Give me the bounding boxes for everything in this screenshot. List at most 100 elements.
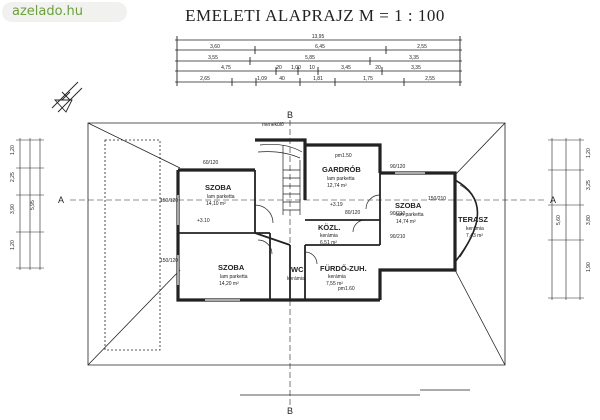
pm-gard-label: pm1.50 xyxy=(335,153,352,159)
dim-r4-b: 20 xyxy=(276,65,282,71)
dim-r3-b: 5,85 xyxy=(305,55,315,61)
opening-5: 150/210 xyxy=(428,196,446,202)
left-dim-5: 5,95 xyxy=(30,200,36,210)
dim-r4-f: 20 xyxy=(375,65,381,71)
section-a-left: A xyxy=(58,195,64,205)
room-name: SZOBA xyxy=(218,263,245,272)
opening-2: 60/120 xyxy=(203,160,219,166)
left-dim-2: 2,25 xyxy=(10,172,16,182)
interior-walls xyxy=(178,170,381,300)
plan-title: EMELETI ALAPRAJZ M = 1 : 100 xyxy=(185,6,445,25)
dim-r5-e: 1,75 xyxy=(363,76,373,82)
watermark-badge: azelado.hu xyxy=(2,2,127,22)
opening-1: 150/120 xyxy=(160,198,178,204)
room-floor: kerámia xyxy=(328,274,346,280)
right-dimension-ladder xyxy=(548,138,584,300)
dim-r5-d: 1,81 xyxy=(313,76,323,82)
left-dim-3: 3,90 xyxy=(10,204,16,214)
room-area: 14,10 m² xyxy=(206,201,226,207)
room-floor: lam parketta xyxy=(327,176,355,182)
room-furdo: FÜRDŐ-ZUH. kerámia 7,55 m² xyxy=(320,264,367,287)
dim-r4-c: 1,00 xyxy=(291,65,301,71)
room-name: WC xyxy=(291,265,304,274)
dim-r4-d: 10 xyxy=(309,65,315,71)
room-floor: kerámia xyxy=(287,276,305,282)
room-name: GARDRÓB xyxy=(322,165,361,174)
dim-r2-a: 3,60 xyxy=(210,44,220,50)
dim-r3-a: 3,55 xyxy=(208,55,218,61)
room-area: 7,55 m² xyxy=(326,281,343,287)
room-floor: lam parketta xyxy=(220,274,248,280)
dim-r4-e: 3,45 xyxy=(341,65,351,71)
left-dim-1: 1,20 xyxy=(10,145,16,155)
section-b-top: B xyxy=(287,110,293,120)
roof-outline xyxy=(87,122,506,396)
room-name: KÖZL. xyxy=(318,223,341,232)
right-dim-4: 1,90 xyxy=(586,262,592,272)
dim-ticks xyxy=(176,36,461,86)
room-name: SZOBA xyxy=(395,201,422,210)
dim-r5-f: 2,55 xyxy=(425,76,435,82)
level-label-1: +3.10 xyxy=(197,218,210,224)
left-dimension-ladder xyxy=(16,138,44,270)
dim-r5-c: 40 xyxy=(279,76,285,82)
room-kozl: KÖZL. kerámia 6,51 m² xyxy=(318,223,341,246)
opening-6: 90/210 xyxy=(390,211,406,217)
room-floor: kerámia xyxy=(320,233,338,239)
room-gardrob: GARDRÓB lam parketta 12,74 m² xyxy=(322,165,361,189)
room-area: 6,51 m² xyxy=(320,240,337,246)
north-arrow-icon xyxy=(51,81,83,113)
door-swings xyxy=(254,194,381,265)
section-markers: A A B B xyxy=(58,110,556,416)
dim-r3-c: 3,35 xyxy=(409,55,419,61)
room-labels: SZOBA lam parketta 14,10 m² SZOBA lam pa… xyxy=(205,165,488,287)
dim-r4-g: 3,35 xyxy=(411,65,421,71)
room-name: FÜRDŐ-ZUH. xyxy=(320,264,367,273)
room-floor: kerámia xyxy=(466,226,484,232)
pm-bath-label: pm1.60 xyxy=(338,286,355,292)
room-name: TERASZ xyxy=(458,215,488,224)
room-area: 14,74 m² xyxy=(396,219,416,225)
window-marks xyxy=(177,172,425,301)
terrace-outline xyxy=(454,179,479,263)
dim-r5-a: 2,65 xyxy=(200,76,210,82)
opening-8: 90/210 xyxy=(390,234,406,240)
right-dim-3: 3,80 xyxy=(586,215,592,225)
opening-labels: 150/120 60/120 90/120 80/120 150/210 90/… xyxy=(160,160,446,264)
opening-7: 150/120 xyxy=(160,258,178,264)
section-b-bottom: B xyxy=(287,406,293,416)
room-area: 7,43 m² xyxy=(466,233,483,239)
dim-r5-b: 1,09 xyxy=(257,76,267,82)
opening-4: 80/120 xyxy=(345,210,361,216)
level-label-2: +3.19 xyxy=(330,202,343,208)
right-dim-1: 1,20 xyxy=(586,148,592,158)
opening-3: 90/120 xyxy=(390,164,406,170)
misc-labels: menekülő +3.10 +3.19 pm1.50 pm1.60 xyxy=(197,122,355,292)
room-szoba-3: SZOBA lam parketta 14,74 m² xyxy=(395,201,424,225)
section-a-right: A xyxy=(550,195,556,205)
room-floor: lam parketta xyxy=(396,212,424,218)
right-dim-5: 5,60 xyxy=(556,215,562,225)
top-dimension-chains xyxy=(175,36,462,86)
dim-r2-c: 2,55 xyxy=(417,44,427,50)
staircase xyxy=(257,143,303,215)
side-dim-texts: 1,20 2,25 3,90 1,20 5,95 1,20 3,25 3,80 … xyxy=(10,145,592,272)
room-terasz: TERASZ kerámia 7,43 m² xyxy=(458,215,488,239)
room-wc: WC kerámia xyxy=(287,265,305,282)
room-szoba-1: SZOBA lam parketta 14,10 m² xyxy=(205,183,235,207)
right-dim-2: 3,25 xyxy=(586,180,592,190)
dim-total: 13,95 xyxy=(312,34,325,40)
room-area: 14,20 m² xyxy=(219,281,239,287)
room-name: SZOBA xyxy=(205,183,232,192)
section-lines xyxy=(70,120,545,405)
room-szoba-2: SZOBA lam parketta 14,20 m² xyxy=(218,263,248,287)
room-area: 12,74 m² xyxy=(327,183,347,189)
escape-label: menekülő xyxy=(262,122,284,128)
top-dimension-texts: 13,95 3,60 6,45 2,55 3,55 5,85 3,35 4,75… xyxy=(200,34,435,82)
dim-r2-b: 6,45 xyxy=(315,44,325,50)
left-dim-4: 1,20 xyxy=(10,240,16,250)
room-floor: lam parketta xyxy=(207,194,235,200)
dim-r4-a: 4,75 xyxy=(221,65,231,71)
